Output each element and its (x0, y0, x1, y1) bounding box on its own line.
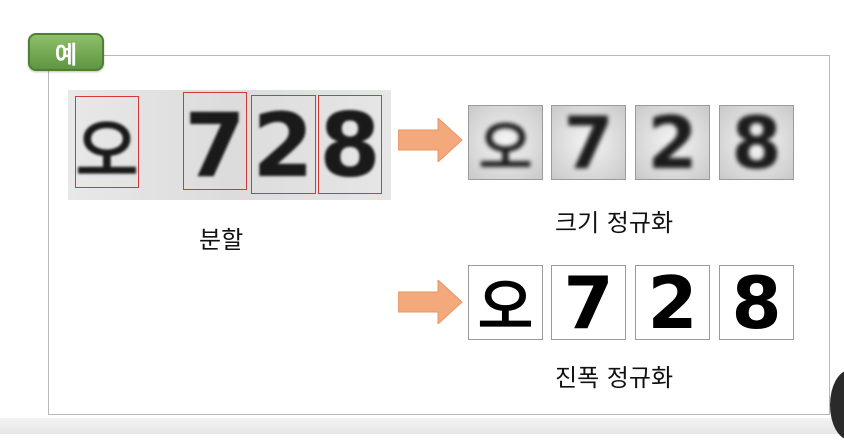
amplitude-normalized-char-1: 오 (477, 273, 534, 340)
arrow-right-icon (398, 280, 463, 324)
size-normalized-tile-2: 7 (551, 105, 626, 180)
bottom-band (0, 418, 844, 434)
edge-shadow (830, 370, 844, 440)
size-normalization-label: 크기 정규화 (555, 209, 674, 237)
segment-char-4: 8 (319, 93, 381, 197)
amplitude-normalization-label: 진폭 정규화 (555, 364, 674, 392)
size-normalized-tile-3: 2 (635, 105, 710, 180)
segment-box-2 (183, 92, 247, 190)
segment-box-3 (251, 95, 316, 194)
amplitude-normalized-tile-3: 2 (635, 265, 710, 340)
size-normalized-char-3: 2 (647, 105, 698, 180)
segment-box-4 (318, 95, 382, 194)
segment-char-1: 오 (75, 112, 139, 192)
amplitude-normalized-char-2: 7 (563, 265, 614, 340)
size-normalized-char-2: 7 (563, 105, 614, 180)
amplitude-normalized-char-4: 8 (731, 265, 782, 340)
arrow-right-icon (398, 118, 463, 162)
size-normalized-char-1: 오 (478, 113, 533, 180)
size-normalized-char-4: 8 (731, 105, 782, 180)
segment-char-3: 2 (252, 93, 314, 197)
amplitude-normalized-char-3: 2 (647, 265, 698, 340)
amplitude-normalized-tile-1: 오 (468, 265, 543, 340)
size-normalized-tile-4: 8 (719, 105, 794, 180)
example-badge: 예 (28, 33, 104, 71)
segment-box-1 (75, 96, 139, 188)
segment-char-2: 7 (184, 93, 246, 197)
size-normalized-tile-1: 오 (468, 105, 543, 180)
amplitude-normalized-tile-2: 7 (551, 265, 626, 340)
segmentation-label: 분할 (199, 226, 244, 254)
segmentation-image: 오 7 2 8 (68, 90, 391, 200)
amplitude-normalized-tile-4: 8 (719, 265, 794, 340)
